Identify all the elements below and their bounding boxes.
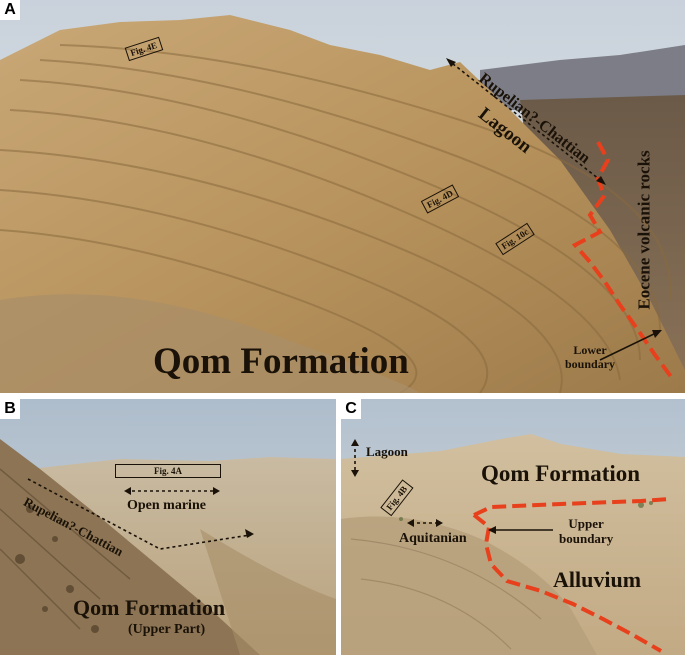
eocene-volcanic-label: Eocene volcanic rocks: [634, 150, 654, 310]
upper-boundary-label: Upper boundary: [559, 516, 614, 546]
open-marine-label: Open marine: [127, 498, 206, 513]
panel-a-landscape: [0, 0, 685, 393]
upper-part-label: (Upper Part): [128, 622, 206, 637]
alluvium-label: Alluvium: [553, 567, 642, 592]
panel-a-formation-title: Qom Formation: [153, 341, 409, 382]
panel-c-formation-title: Qom Formation: [481, 461, 641, 486]
fig-ref-4a: Fig. 4A: [115, 464, 221, 478]
aquitanian-label: Aquitanian: [399, 531, 467, 546]
panel-c-lagoon-label: Lagoon: [366, 444, 408, 459]
panel-c-photo: C Lagoon Qom Formation Fig. 4B Aquitania…: [341, 399, 685, 655]
panel-a-photo: A Fig. 4E Fig. 4D Fig. 10c Rupelian?-Cha…: [0, 0, 685, 393]
panel-c-landscape: [341, 399, 685, 655]
panel-b-letter: B: [0, 399, 20, 419]
panel-b-formation-title: Qom Formation: [73, 595, 226, 620]
panel-a-letter: A: [0, 0, 20, 20]
panel-b-photo: B Fig. 4A Open marine Rupelian?-Chattian…: [0, 399, 336, 655]
lower-boundary-label: Lower boundary: [565, 343, 616, 371]
panel-c-letter: C: [341, 399, 361, 419]
